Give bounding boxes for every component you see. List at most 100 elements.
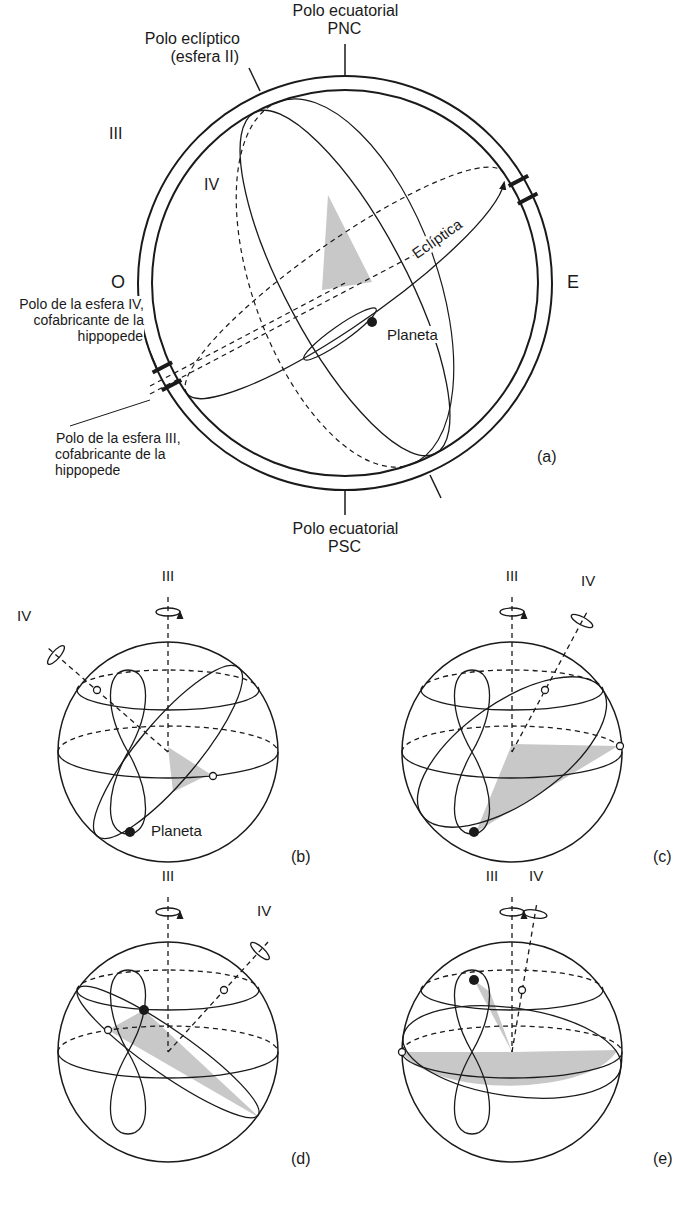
- sphere-panel: [45, 597, 278, 862]
- armillary-sphere: [150, 252, 420, 394]
- sphere-panel: [519, 987, 526, 994]
- sphere-panel: [469, 827, 479, 837]
- sphere-label-text: IV: [203, 176, 220, 193]
- sphere-panel: [48, 648, 168, 752]
- armillary-sphere: [518, 194, 538, 204]
- planet-label-text: Planeta: [150, 822, 203, 839]
- sphere-panel: [58, 897, 278, 1162]
- pole-callout-text: Polo de la esfera IV, cofabricante de la…: [18, 296, 144, 344]
- direction-label: O: [110, 272, 132, 293]
- sphere-label: III: [492, 567, 532, 584]
- sphere-label: III: [108, 125, 142, 143]
- sphere-label: III: [472, 867, 512, 884]
- armillary-sphere: [201, 84, 488, 481]
- planet-label-text: Planeta: [386, 326, 439, 343]
- armillary-sphere: [187, 175, 523, 428]
- armillary-sphere: [162, 380, 182, 390]
- sphere-panel: [512, 902, 537, 1052]
- sphere-panel: [399, 1049, 406, 1056]
- sphere-panel: [108, 1010, 260, 1118]
- panel-letter-text: (a): [536, 448, 558, 465]
- armillary-sphere: [150, 283, 345, 386]
- planet-label: Planeta: [386, 326, 456, 343]
- direction-label-text: O: [110, 272, 126, 292]
- armillary-sphere: [70, 400, 150, 426]
- sphere-label: III: [148, 567, 188, 584]
- armillary-sphere: [193, 102, 411, 496]
- armillary-sphere: [430, 475, 441, 498]
- armillary-sphere: [249, 68, 260, 91]
- sphere-panel: [248, 940, 271, 962]
- armillary-sphere: [279, 70, 497, 464]
- armillary-sphere: [299, 302, 380, 366]
- sphere-panel: [542, 687, 549, 694]
- pole-callout: Polo de la esfera III, cofabricante de l…: [55, 430, 230, 478]
- sphere-panel: [397, 993, 627, 1111]
- sphere-panel: [210, 773, 217, 780]
- sphere-label-text: III: [161, 567, 176, 584]
- pole-callout: Polo de la esfera IV, cofabricante de la…: [2, 296, 144, 344]
- sphere-label: III: [148, 867, 188, 884]
- sphere-panel: [65, 971, 270, 1133]
- sphere-label: IV: [528, 867, 558, 884]
- sphere-panel: [45, 643, 67, 666]
- panel-letter: (d): [290, 1150, 330, 1168]
- sphere-panel: [402, 1050, 617, 1086]
- sphere-panel: [58, 897, 278, 1162]
- sphere-panel: [397, 897, 627, 1162]
- sphere-label: IV: [203, 176, 233, 194]
- sphere-panel: [570, 612, 595, 630]
- sphere-panel: [393, 648, 631, 856]
- ecliptic-label: Eclíptica: [395, 206, 479, 272]
- panel-letter: (e): [652, 1150, 688, 1168]
- sphere-panel: [58, 597, 278, 862]
- sphere-label: IV: [580, 572, 610, 589]
- sphere-panel: [94, 687, 101, 694]
- direction-label: E: [566, 272, 588, 293]
- armillary-sphere: [163, 138, 503, 394]
- sphere-label-text: III: [161, 867, 176, 884]
- pole-label: Polo ecuatorial PNC: [280, 2, 410, 39]
- armillary-sphere: [344, 44, 346, 76]
- armillary-sphere: [138, 76, 552, 490]
- planet-label: Planeta: [150, 822, 220, 839]
- sphere-panel: [397, 993, 627, 1111]
- armillary-sphere: [163, 138, 527, 428]
- armillary-sphere: [509, 176, 529, 186]
- armillary-sphere: [193, 70, 498, 496]
- pole-callout-text: Polo de la esfera III, cofabricante de l…: [55, 430, 181, 478]
- sphere-panel: [139, 1005, 149, 1015]
- sphere-panel: [617, 743, 624, 750]
- sphere-panel: [474, 980, 512, 1052]
- sphere-label-text: IV: [16, 607, 32, 624]
- panel-letter-text: (d): [290, 1150, 312, 1167]
- sphere-panel: [393, 597, 631, 862]
- sphere-panel: [125, 827, 135, 837]
- direction-label-text: E: [566, 272, 580, 292]
- sphere-label-text: IV: [256, 902, 272, 919]
- sphere-label-text: III: [505, 567, 520, 584]
- sphere-panel: [74, 648, 261, 855]
- sphere-panel: [221, 987, 228, 994]
- armillary-sphere: [146, 342, 158, 370]
- panel-letter: (c): [652, 848, 688, 866]
- armillary-sphere: [367, 317, 377, 327]
- armillary-sphere: [201, 84, 488, 481]
- sphere-label-text: III: [485, 867, 500, 884]
- sphere-label-text: IV: [528, 867, 544, 884]
- armillary-sphere: [322, 195, 372, 290]
- sphere-panel: [402, 597, 622, 862]
- sphere-panel: [523, 908, 548, 920]
- pole-label: Polo eclíptico (esfera II): [95, 30, 240, 67]
- pole-label-text: Polo ecuatorial PSC: [292, 520, 399, 555]
- sphere-panel: [168, 747, 210, 792]
- sphere-panel: [523, 908, 548, 920]
- sphere-label: IV: [16, 607, 46, 624]
- armillary-sphere: [344, 490, 346, 515]
- panel-letter: (b): [290, 848, 330, 866]
- sphere-panel: [105, 1027, 112, 1034]
- sphere-panel: [393, 648, 631, 856]
- pole-label-text: Polo ecuatorial PNC: [292, 2, 399, 37]
